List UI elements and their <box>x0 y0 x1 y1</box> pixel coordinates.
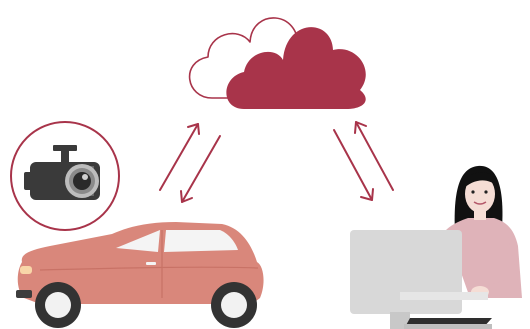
arrow-up-to-cloud <box>160 124 199 190</box>
arrow-down-to-car <box>181 136 220 202</box>
two-way-arrow-icon-person <box>334 122 393 200</box>
dashcam-badge <box>11 122 119 230</box>
car-icon <box>16 222 264 328</box>
car-wheel-front <box>35 282 81 328</box>
car-wheel-rear <box>211 282 257 328</box>
two-way-arrow-icon-car <box>160 124 220 202</box>
